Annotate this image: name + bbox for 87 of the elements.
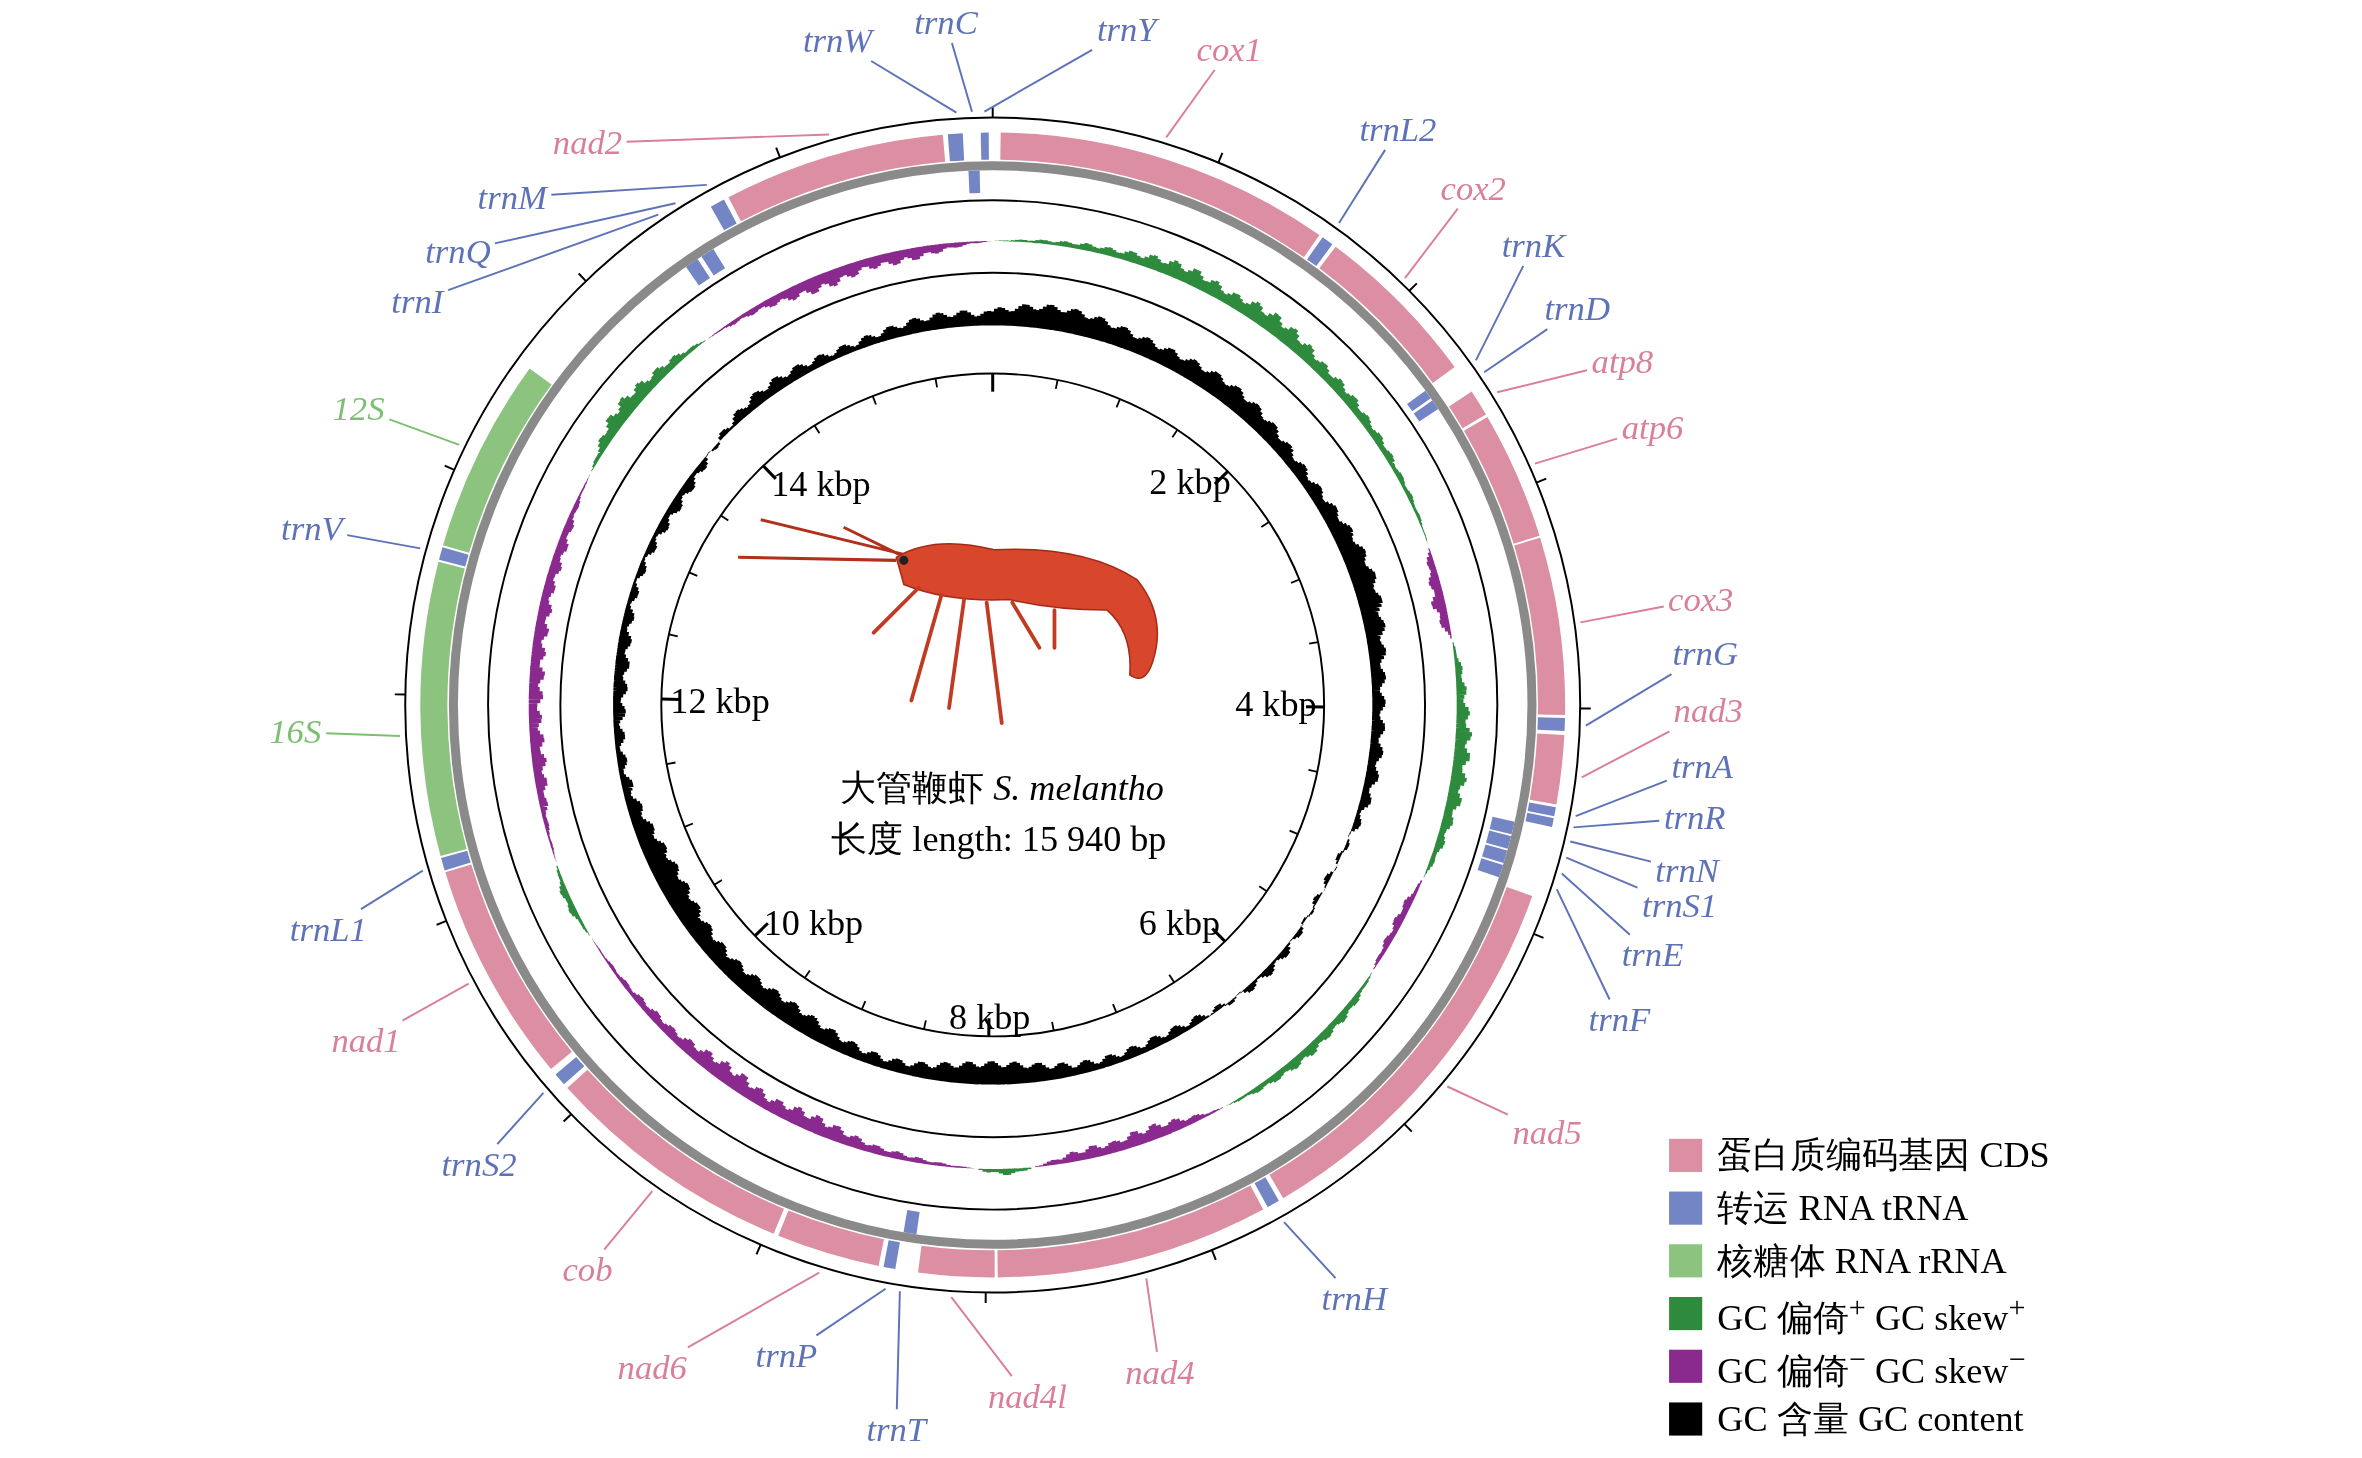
- species-name: 大管鞭虾 S. melantho: [839, 769, 1164, 806]
- gene-label: trnS1: [1642, 888, 1718, 923]
- leader-line: [1533, 437, 1619, 465]
- leader-line: [550, 183, 708, 196]
- leader-line: [1474, 264, 1525, 362]
- gene-label: 12S: [332, 390, 385, 426]
- gene-label: nad6: [617, 1350, 687, 1386]
- scale-label: 12 kbp: [670, 682, 770, 719]
- gene-label: cox1: [1196, 32, 1262, 68]
- leader-line: [1572, 819, 1661, 829]
- gene-label: nad4: [1125, 1355, 1195, 1390]
- gene-label: atp6: [1621, 410, 1684, 446]
- gene-label: trnE: [1621, 937, 1684, 973]
- legend-label: 核糖体 RNA rRNA: [1717, 1242, 2007, 1279]
- gene-label: trnR: [1663, 800, 1726, 836]
- leader-line: [360, 869, 424, 911]
- leader-line: [1565, 856, 1639, 889]
- gene-label: trnP: [755, 1338, 818, 1374]
- leader-line: [447, 213, 660, 292]
- gene-label: trnQ: [425, 234, 491, 269]
- leader-line: [1584, 673, 1673, 727]
- leader-line: [1283, 1221, 1337, 1280]
- leader-line: [895, 1290, 901, 1411]
- legend-label: GC 含量 GC content: [1717, 1400, 2024, 1438]
- gene-label: trnA: [1671, 749, 1733, 785]
- leader-line: [950, 1296, 1013, 1378]
- leader-line: [325, 732, 401, 738]
- leader-line: [1574, 779, 1668, 818]
- gene-label: trnW: [802, 23, 873, 58]
- leader-line: [870, 60, 958, 114]
- gene-label: trnM: [477, 180, 547, 215]
- leader-line: [950, 41, 973, 113]
- leader-line: [1555, 888, 1611, 1001]
- legend-label: 蛋白质编码基因 CDS: [1717, 1137, 2050, 1174]
- gene-label: nad4l: [987, 1379, 1067, 1414]
- leader-line: [1580, 730, 1671, 779]
- scale-label: 8 kbp: [949, 998, 1031, 1035]
- gene-label: nad1: [331, 1023, 401, 1059]
- gene-label: trnT: [866, 1412, 927, 1447]
- leader-line: [983, 48, 1094, 113]
- leader-line: [1579, 605, 1665, 624]
- scale-label: 4 kbp: [1235, 685, 1317, 722]
- gene-label: cox2: [1440, 170, 1506, 206]
- scale-label: 2 kbp: [1149, 463, 1231, 501]
- leader-line: [1446, 1085, 1509, 1116]
- gene-label: trnL2: [1359, 112, 1437, 147]
- leader-line: [1404, 207, 1459, 280]
- leader-line: [1165, 69, 1216, 139]
- gene-label: nad3: [1673, 693, 1743, 729]
- leader-line: [401, 982, 470, 1022]
- legend-label: 转运 RNA tRNA: [1717, 1190, 1969, 1227]
- gene-label: nad2: [552, 125, 623, 161]
- gene-label: atp8: [1591, 344, 1654, 379]
- leader-line: [625, 133, 831, 143]
- gene-label: trnC: [914, 5, 978, 40]
- gene-label: nad5: [1512, 1115, 1582, 1151]
- leader-line: [1496, 369, 1588, 394]
- scale-label: 14 kbp: [771, 465, 871, 502]
- genome-length: 长度 length: 15 940 bp: [831, 821, 1167, 858]
- leader-line: [496, 1091, 545, 1146]
- leader-line: [1569, 840, 1652, 863]
- gene-label: cox3: [1668, 582, 1734, 617]
- leader-line: [1483, 328, 1549, 374]
- gene-label: trnL1: [289, 912, 367, 947]
- gene-label: trnD: [1544, 291, 1610, 327]
- leader-line: [815, 1287, 887, 1337]
- leader-line: [686, 1271, 821, 1349]
- leader-line: [603, 1190, 654, 1251]
- legend-label: GC 偏倚$^{+}$ GC skew$^{+}$: [1717, 1290, 2026, 1337]
- gene-label: trnS2: [441, 1147, 517, 1182]
- legend-label: GC 偏倚$^{−}$ GC skew$^{−}$: [1717, 1343, 2026, 1389]
- gene-label: trnF: [1588, 1002, 1651, 1038]
- leader-line: [1145, 1277, 1158, 1353]
- leader-line: [1560, 872, 1631, 936]
- leader-line: [346, 534, 422, 550]
- gene-label: trnN: [1655, 853, 1719, 888]
- gene-label: trnH: [1321, 1281, 1387, 1316]
- leader-line: [493, 202, 677, 245]
- leader-line: [388, 418, 461, 446]
- leader-line: [1338, 148, 1387, 224]
- gene-label: trnG: [1672, 636, 1738, 672]
- gene-label: cob: [562, 1252, 613, 1288]
- gene-label: trnK: [1501, 228, 1566, 263]
- gene-label: trnI: [391, 283, 444, 319]
- scale-label: 10 kbp: [763, 905, 864, 942]
- scale-label: 6 kbp: [1138, 905, 1221, 942]
- gene-label: 16S: [269, 714, 322, 750]
